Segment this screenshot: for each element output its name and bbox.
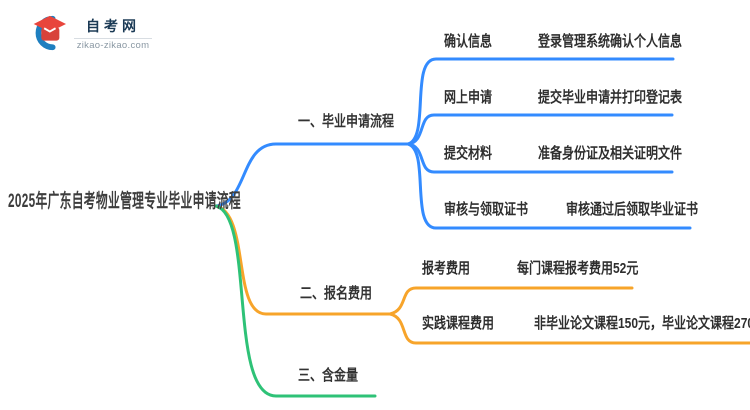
branch3-main-line (214, 204, 377, 398)
branch1-child2-line (406, 113, 674, 146)
logo-graduation-cap-icon (33, 15, 66, 51)
branch1-main-line (214, 142, 410, 208)
branch2-child2-label: 实践课程费用 (422, 315, 495, 332)
branch1-child4-line (406, 142, 692, 230)
branch2-child1-value: 每门课程报考费用52元 (517, 260, 639, 277)
branch3-label: 三、含金量 (298, 367, 359, 384)
branch1-child3-value: 准备身份证及相关证明文件 (538, 145, 683, 162)
branch2-label: 二、报名费用 (300, 285, 373, 302)
branch1-child3-label: 提交材料 (444, 145, 493, 162)
root-node: 2025年广东自考物业管理专业毕业申请流程 (8, 191, 241, 212)
branch1-label: 一、毕业申请流程 (298, 113, 395, 130)
branch2-child1-line (388, 286, 634, 316)
branch1-child1-value: 登录管理系统确认个人信息 (538, 33, 683, 50)
logo-site-url: zikao-zikao.com (76, 39, 150, 51)
logo-site-name: 自考网 (86, 17, 140, 34)
logo-text-block: 自考网 zikao-zikao.com (74, 16, 152, 51)
branch2-child1-label: 报考费用 (422, 260, 471, 277)
branch1-child4-value: 审核通过后领取毕业证书 (566, 201, 699, 218)
logo-divider (74, 37, 152, 39)
branch1-child1-label: 确认信息 (444, 33, 493, 50)
branch1-child2-label: 网上申请 (444, 89, 493, 106)
branch2-child2-value: 非毕业论文课程150元，毕业论文课程270元 (534, 315, 750, 332)
branch1-child4-label: 审核与领取证书 (444, 201, 529, 218)
branch1-child1-line (406, 57, 675, 146)
site-logo: 自考网 zikao-zikao.com (28, 13, 152, 53)
branch1-child2-value: 提交毕业申请并打印登记表 (538, 89, 683, 106)
branch2-child2-line (388, 312, 750, 345)
